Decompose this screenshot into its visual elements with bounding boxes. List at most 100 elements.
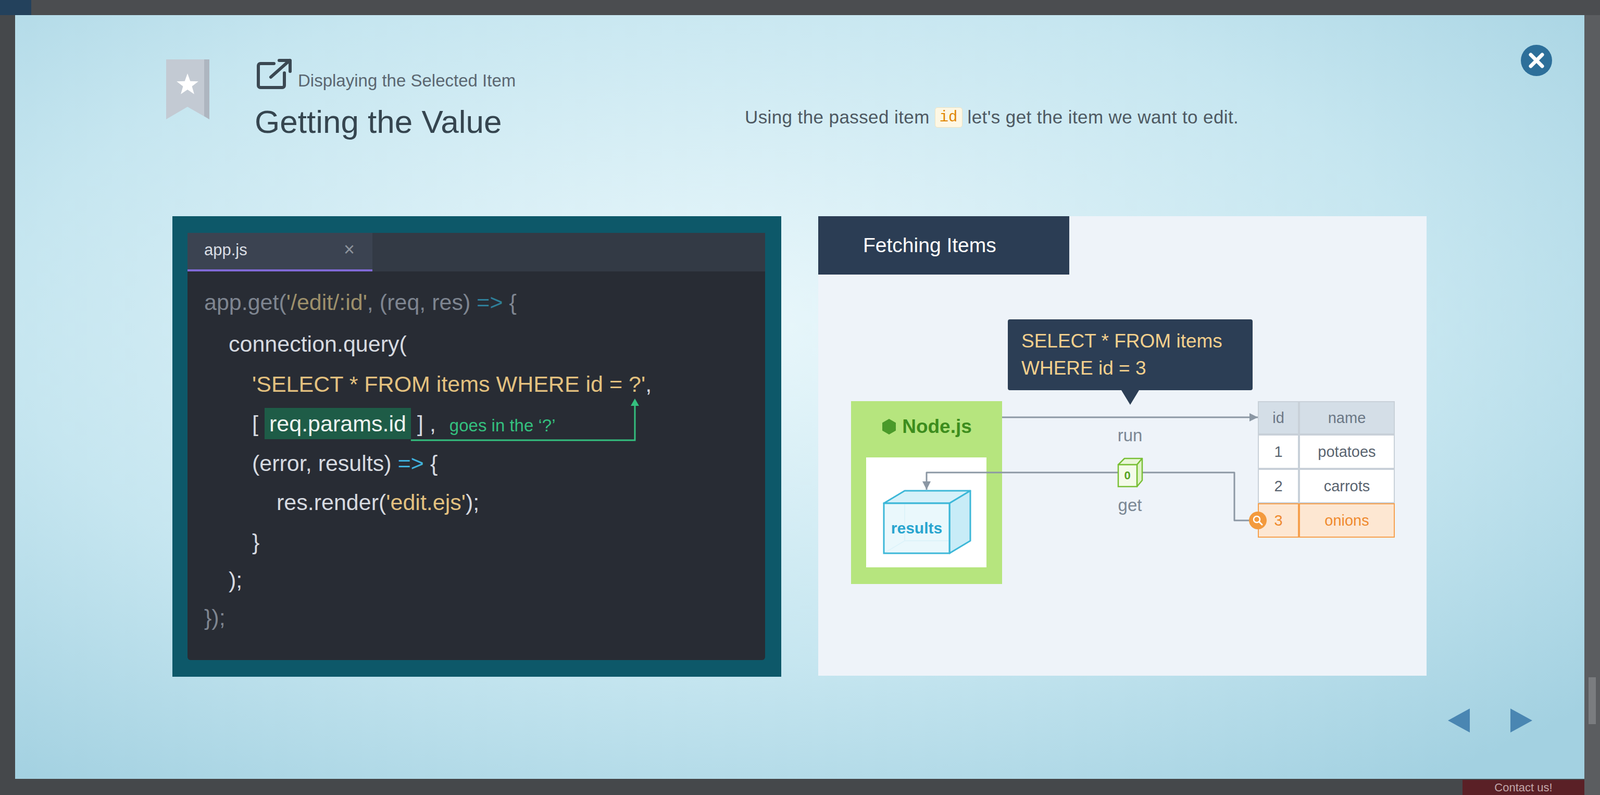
code-token: ,: [367, 286, 374, 318]
server-header: Node.js: [851, 415, 1003, 438]
annotation-text: goes in the ‘?’: [449, 415, 556, 435]
cell-text: onions: [1324, 511, 1369, 530]
browser-bar: [0, 0, 1600, 16]
connector-line: [1002, 416, 1258, 419]
link-arrow: [270, 60, 290, 78]
code-line: 'SELECT * FROM items WHERE id = ?',: [252, 368, 652, 400]
close-cross: [1530, 54, 1543, 67]
table-cell: potatoes: [1298, 434, 1395, 469]
bookmark-star: [176, 73, 199, 95]
code-token: (req, res): [379, 286, 471, 318]
cell-text: potatoes: [1317, 443, 1376, 461]
instruction-text: Using the passed item: [744, 106, 930, 128]
tab: [187, 232, 373, 272]
table-header-cell: name: [1298, 401, 1395, 435]
scrollbar-thumb: [1588, 677, 1596, 724]
code-token: app.get(: [204, 286, 287, 318]
annotation: goes in the ‘?’: [449, 415, 556, 436]
slide-title: Getting the Value: [254, 103, 503, 141]
breadcrumb-text: Displaying the Selected Item: [297, 70, 516, 91]
tab-close: ×: [343, 238, 355, 261]
tab-underline: [187, 269, 373, 272]
results-label: results: [883, 503, 950, 554]
code-line: (error, results)=>{: [252, 447, 438, 479]
slide-title-text: Getting the Value: [254, 103, 503, 140]
cube-side: [949, 490, 971, 554]
bookmark-icon: [166, 59, 210, 120]
table-header-cell: id: [1257, 401, 1299, 435]
close-cross: [1530, 54, 1543, 67]
edge-label-text: get: [1118, 495, 1143, 515]
nodejs-hexagon: [882, 418, 896, 435]
code-token: });: [204, 601, 226, 633]
code-line: });: [204, 601, 226, 633]
code-token: 'SELECT * FROM items WHERE id = ?': [252, 368, 646, 400]
code-token: {: [509, 286, 517, 318]
data-packet: 0: [1117, 457, 1144, 488]
cell-text: 1: [1273, 443, 1283, 461]
results-cube: results: [882, 489, 972, 555]
contact-button: Contact us!: [1462, 779, 1585, 795]
cell-text: id: [1272, 409, 1285, 427]
table-cell: carrots: [1298, 468, 1395, 504]
code-token: ]: [417, 407, 424, 440]
edge-label-text: run: [1117, 425, 1143, 445]
modal: [15, 15, 1585, 779]
code-token: connection.query(: [228, 328, 407, 360]
packet-text: 0: [1123, 468, 1131, 483]
code-editor: [187, 232, 766, 660]
link-arrowhead: [279, 60, 291, 72]
code-token: =>: [476, 286, 503, 318]
instruction-text: let's get the item we want to edit.: [967, 106, 1240, 128]
table-cell: 2: [1257, 468, 1299, 504]
code-line: }: [252, 526, 260, 558]
code-token: res.render(: [276, 486, 386, 518]
nodejs-logo: [881, 418, 897, 435]
leader-arrowhead: [630, 398, 640, 406]
contact-text: Contact us!: [1494, 780, 1553, 795]
tooltip-pointer: [1121, 390, 1140, 405]
code-token: ,: [645, 368, 652, 400]
server-label: Node.js: [902, 415, 972, 438]
code-line: );: [228, 564, 243, 596]
packet-front: [1118, 464, 1137, 487]
arrowhead: [922, 481, 931, 490]
code-token: '/edit/:id': [286, 286, 368, 318]
packet-side: [1136, 458, 1143, 487]
code-token: 'edit.ejs': [385, 486, 466, 518]
connector: [1002, 413, 1258, 422]
connector: [922, 472, 1258, 521]
code-token: }: [252, 526, 260, 558]
tab-bar: [187, 232, 766, 272]
cell-text: carrots: [1323, 477, 1371, 495]
code-token: {: [430, 447, 438, 479]
code-line: [req.params.id],: [252, 407, 436, 440]
table-cell: onions: [1298, 503, 1395, 538]
code-token: [: [252, 407, 259, 440]
inline-code: id: [934, 107, 963, 128]
search-icon: [1248, 510, 1268, 530]
header-text: Fetching Items: [863, 233, 997, 257]
close-button: [1520, 44, 1553, 77]
code-line: res.render('edit.ejs');: [276, 486, 480, 518]
code-token: );: [228, 564, 243, 596]
code-token: ,: [429, 407, 436, 440]
packet-label: 0: [1118, 464, 1137, 487]
next-arrow: [1510, 708, 1533, 733]
illustration-panel: [818, 216, 1427, 676]
server-box: Node.js results: [851, 401, 1003, 584]
table-cell: 1: [1257, 434, 1299, 469]
leader-line: [410, 404, 635, 441]
browser-corner: [0, 0, 32, 16]
results-text: results: [891, 519, 943, 537]
highlighted-code: req.params.id: [264, 407, 411, 440]
bookmark-shade: [204, 59, 210, 120]
cell-text: name: [1328, 409, 1367, 427]
tooltip-pointer-shape: [1121, 390, 1140, 405]
tab-title-text: app.js: [204, 240, 248, 259]
cell-text: 3: [1273, 511, 1283, 530]
code-token: =>: [397, 447, 424, 479]
search-circle: [1248, 511, 1267, 530]
code-panel-frame: [172, 216, 782, 677]
prev-arrow: [1447, 708, 1470, 733]
